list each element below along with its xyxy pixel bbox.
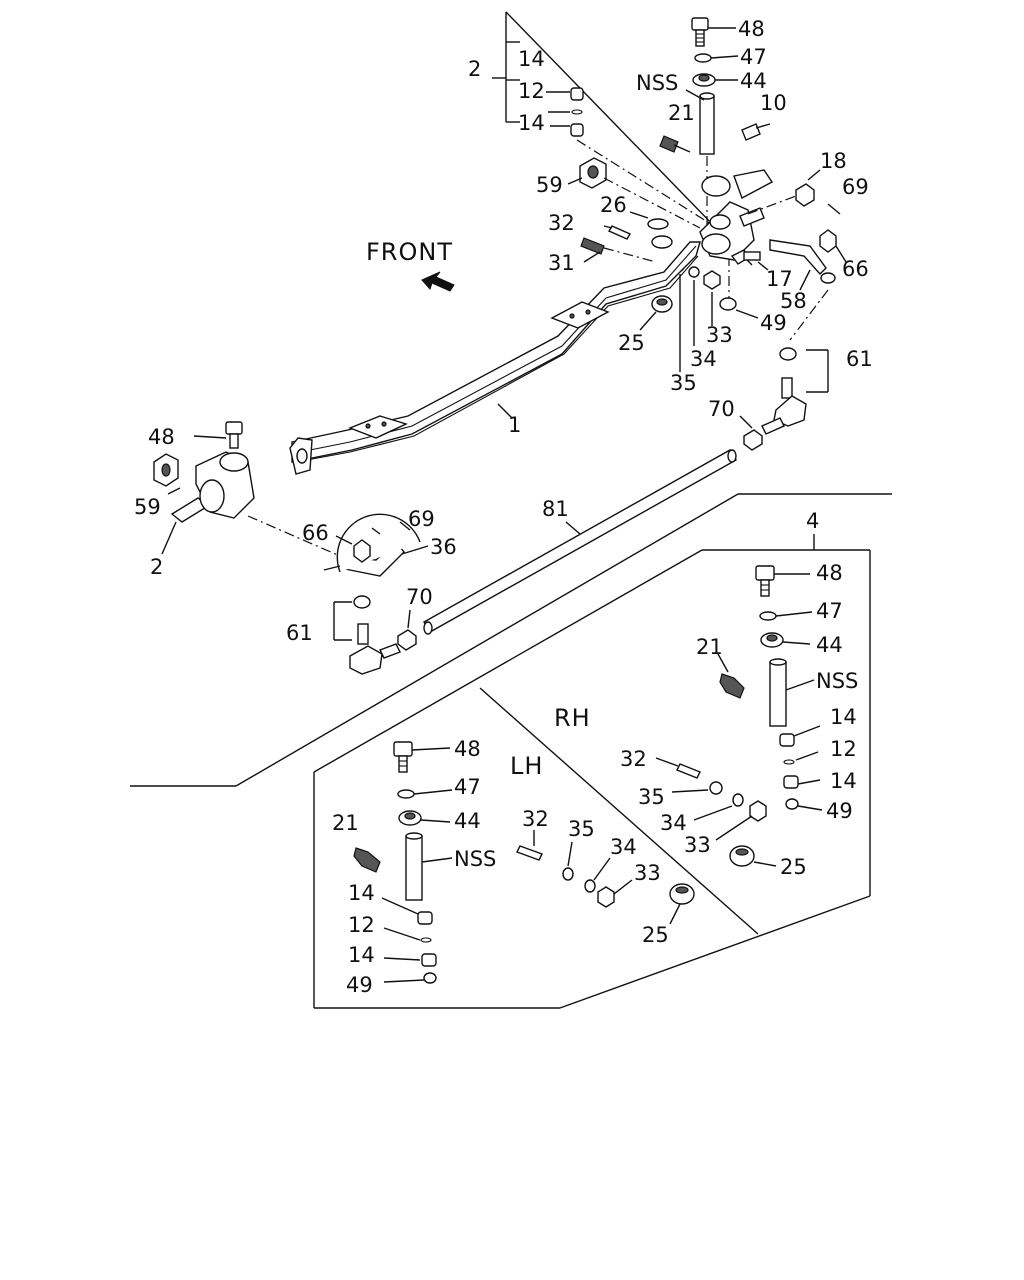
lh-callout-33: 33	[634, 861, 661, 885]
rh-callout-25: 25	[780, 855, 807, 879]
lh-label: LH	[510, 752, 543, 780]
rh-callout-33: 33	[684, 833, 711, 857]
rh-callout-35: 35	[638, 785, 665, 809]
rh-callout-14b: 14	[830, 769, 857, 793]
rh-callout-14a: 14	[830, 705, 857, 729]
lh-callout-44: 44	[454, 809, 481, 833]
rh-kingpin-parts	[717, 565, 823, 811]
lh-callout-32: 32	[522, 807, 549, 831]
front-label: FRONT	[366, 238, 453, 266]
axle-beam	[289, 235, 701, 475]
steering-arm-58	[769, 229, 847, 341]
rh-callout-12: 12	[830, 737, 857, 761]
callout-59-top: 59	[536, 173, 563, 197]
rh-callout-34: 34	[660, 811, 687, 835]
callout-14-b: 14	[518, 111, 545, 135]
callout-59-left: 59	[134, 495, 161, 519]
rh-callout-21: 21	[696, 635, 723, 659]
lh-callout-14a: 14	[348, 881, 375, 905]
lh-kingpin-parts	[353, 741, 453, 984]
callout-48-left: 48	[148, 425, 175, 449]
detail-box-outline	[130, 493, 892, 1009]
rh-callout-32: 32	[620, 747, 647, 771]
callout-12-a: 12	[518, 79, 545, 103]
lh-callout-12: 12	[348, 913, 375, 937]
rh-pin-parts	[655, 757, 777, 867]
callout-14-a: 14	[518, 47, 545, 71]
callout-18: 18	[820, 149, 847, 173]
lh-callout-47: 47	[454, 775, 481, 799]
callout-4: 4	[806, 509, 819, 533]
lh-callout-34: 34	[610, 835, 637, 859]
callout-26: 26	[600, 193, 627, 217]
callout-61-left: 61	[286, 621, 313, 645]
small-parts-top-right	[730, 169, 841, 271]
rh-callout-48: 48	[816, 561, 843, 585]
callout-69-left: 69	[408, 507, 435, 531]
callout-70-left: 70	[406, 585, 433, 609]
rh-label: RH	[554, 704, 591, 732]
tie-rod-end-right	[739, 347, 829, 451]
tie-rod-end-left	[333, 595, 417, 675]
lh-pin-parts	[516, 830, 695, 925]
rh-callout-47: 47	[816, 599, 843, 623]
callout-34-top: 34	[690, 347, 717, 371]
callout-32-top: 32	[548, 211, 575, 235]
lh-callout-nss: NSS	[454, 847, 496, 871]
lh-callout-14b: 14	[348, 943, 375, 967]
callout-2-left: 2	[150, 555, 163, 579]
knuckle-lower-parts	[639, 260, 759, 372]
nut-59-top	[567, 157, 701, 229]
callout-66-left: 66	[302, 521, 329, 545]
callout-35-top: 35	[670, 371, 697, 395]
callout-81: 81	[542, 497, 569, 521]
callout-48-top: 48	[738, 17, 765, 41]
lh-callout-48: 48	[454, 737, 481, 761]
callout-17: 17	[766, 267, 793, 291]
front-arrow-icon	[421, 271, 455, 292]
callout-33-top: 33	[706, 323, 733, 347]
callout-nss-top: NSS	[636, 71, 678, 95]
rh-callout-nss: NSS	[816, 669, 858, 693]
steering-knuckle-left	[153, 421, 341, 557]
callout-47-top: 47	[740, 45, 767, 69]
steering-arm-36	[323, 513, 429, 577]
callout-61-right: 61	[846, 347, 873, 371]
callout-44-top: 44	[740, 69, 767, 93]
lh-callout-21: 21	[332, 811, 359, 835]
callout-70-right: 70	[708, 397, 735, 421]
lh-callout-49: 49	[346, 973, 373, 997]
callout-58: 58	[780, 289, 807, 313]
callout-49-top: 49	[760, 311, 787, 335]
rh-callout-44: 44	[816, 633, 843, 657]
callout-36: 36	[430, 535, 457, 559]
callout-2-top: 2	[468, 57, 481, 81]
callout-1: 1	[508, 413, 521, 437]
lh-callout-35: 35	[568, 817, 595, 841]
pins-top	[580, 211, 669, 263]
callout-66-top: 66	[842, 257, 869, 281]
tie-rod-81	[423, 449, 737, 635]
steering-knuckle-right	[699, 169, 774, 261]
rh-callout-49: 49	[826, 799, 853, 823]
callout-25-top: 25	[618, 331, 645, 355]
callout-21-top: 21	[668, 101, 695, 125]
callout-31: 31	[548, 251, 575, 275]
callout-69-top: 69	[842, 175, 869, 199]
lh-callout-25: 25	[642, 923, 669, 947]
callout-10: 10	[760, 91, 787, 115]
kingpin-stack-top	[546, 17, 771, 300]
